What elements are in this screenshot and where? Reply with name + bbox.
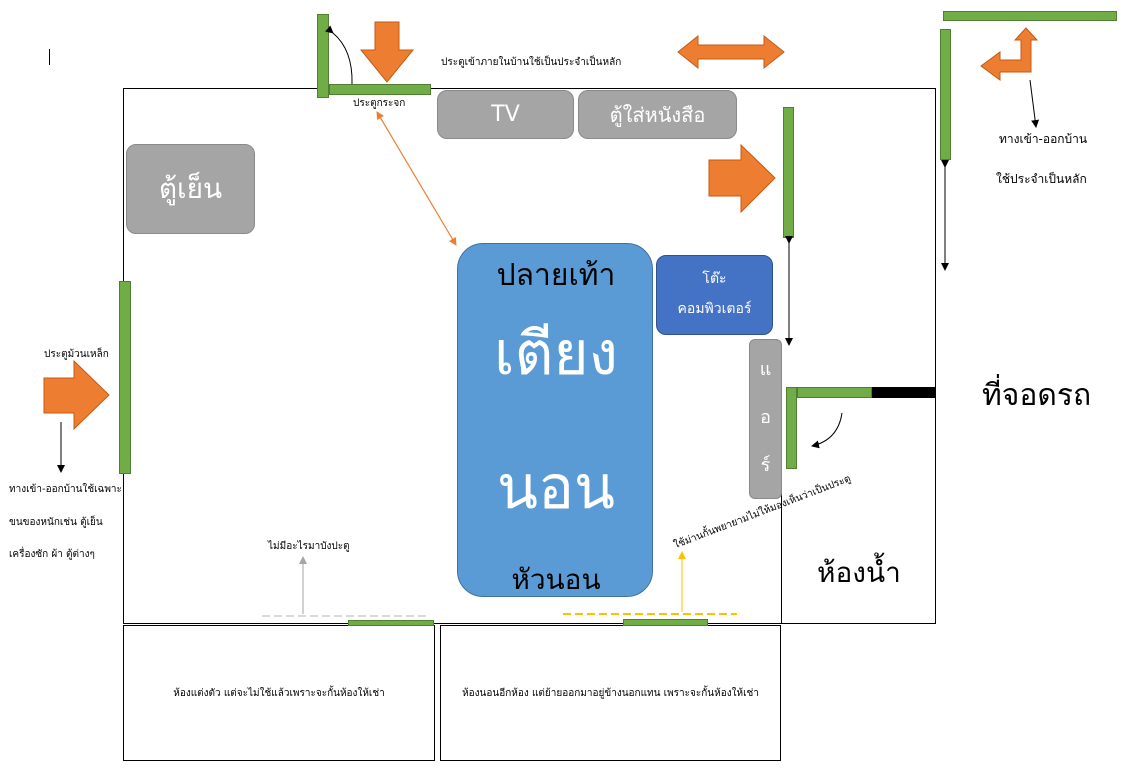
fridge-label: ตู้เย็น [158, 172, 223, 205]
rolling-door [119, 281, 131, 474]
parking-wall [872, 387, 936, 398]
bathroom-wall [781, 388, 936, 624]
bedroom2-door [623, 619, 708, 626]
fridge: ตู้เย็น [126, 144, 255, 234]
inner-door-label: ประตูเข้าภายในบ้านใช้เป็นประจำเป็นหลัก [441, 57, 622, 68]
main-entry-side-wall [940, 29, 951, 160]
bathroom-door-swing-icon [811, 412, 843, 449]
bed-word-2: นอน [496, 453, 616, 523]
computer-desk: โต๊ะ คอมพิวเตอร์ [656, 255, 773, 335]
bed-head-label: หัวนอน [511, 563, 601, 596]
glass-door-horizontal [329, 84, 431, 95]
tv-label: TV [491, 102, 520, 127]
left-arrow-rolling-door-icon [43, 359, 110, 431]
dressing-room-door [348, 620, 434, 626]
bookcase-label: ตู้ใส่หนังสือ [609, 102, 706, 127]
right-arrow-icon [708, 143, 776, 214]
dressing-room-label: ห้องแต่งตัว แต่จะไม่ใช้แล้วเพราะจะกั้นห้… [173, 687, 385, 699]
desk-label-2: คอมพิวเตอร์ [677, 301, 752, 317]
turn-arrow-icon [980, 27, 1039, 81]
main-entry-label-2: ใช้ประจำเป็นหลัก [996, 172, 1087, 186]
down-arrow-icon [359, 21, 415, 83]
main-entry-pointer [1029, 79, 1040, 128]
air-conditioner: แ อ ร์ [749, 339, 782, 499]
aircon-char-2: อ [760, 407, 771, 428]
side-entry-label-1: ทางเข้า-ออกบ้านใช้เฉพาะ [9, 484, 122, 495]
glass-door-label: ประตูกระจก [353, 98, 406, 109]
aircon-char-1: แ [759, 359, 772, 380]
bed: ปลายเท้า เตียง นอน หัวนอน [457, 243, 653, 597]
main-entry-label-1: ทางเข้า-ออกบ้าน [999, 132, 1088, 146]
desk-label-1: โต๊ะ [702, 271, 727, 287]
text-cursor [49, 49, 50, 65]
main-entry-top-wall [943, 11, 1117, 21]
side-entry-label-3: เครื่องซัก ผ้า ตู้ต่างๆ [9, 549, 95, 560]
glass-door-vertical [317, 14, 329, 98]
glass-door-to-bed-connector [376, 111, 457, 246]
bed-word-1: เตียง [494, 319, 618, 389]
double-arrow-icon [677, 34, 785, 70]
aircon-char-3: ร์ [760, 455, 771, 476]
bed-foot-label: ปลายเท้า [496, 258, 616, 293]
bathroom-label: ห้องน้ำ [817, 556, 901, 589]
second-bedroom: ห้องนอนอีกห้อง แต่ย้ายออกมาอยู่ข้างนอกแท… [440, 625, 781, 761]
side-entry-label-2: ขนของหนักเช่น ตู้เย็น [9, 517, 103, 528]
dressing-room: ห้องแต่งตัว แต่จะไม่ใช้แล้วเพราะจะกั้นห้… [123, 625, 435, 761]
no-door-label: ไม่มีอะไรมาบังปะตู [268, 541, 350, 552]
tv: TV [437, 90, 574, 139]
glass-door-swing-icon [325, 25, 353, 85]
bathroom-door-horizontal [797, 387, 872, 398]
parking-label: ที่จอดรถ [982, 378, 1092, 413]
bathroom-door-vertical [786, 387, 797, 469]
second-bedroom-label: ห้องนอนอีกห้อง แต่ย้ายออกมาอยู่ข้างนอกแท… [462, 687, 759, 699]
rolling-door-label: ประตูม้วนเหล็ก [44, 349, 109, 360]
bookcase: ตู้ใส่หนังสือ [578, 90, 737, 139]
